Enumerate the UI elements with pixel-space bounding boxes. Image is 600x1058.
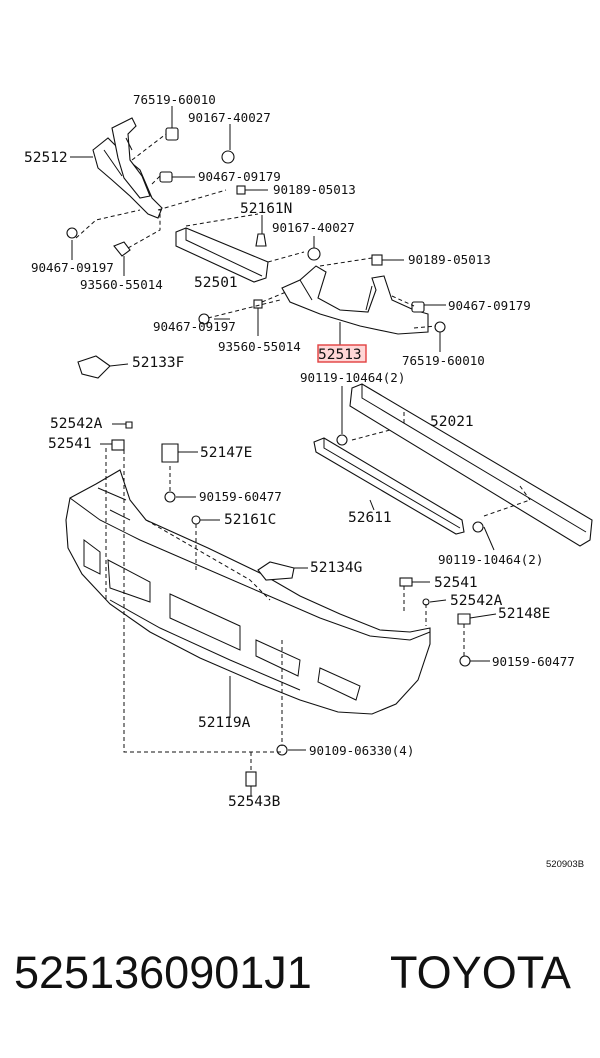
label-90109-06330: 90109-06330(4) <box>309 743 414 758</box>
label-52512: 52512 <box>24 150 68 166</box>
label-90119-10464-top: 90119-10464(2) <box>300 370 405 385</box>
bumper-cover-52119A <box>65 469 431 715</box>
dashed-assembly-lines <box>75 133 531 772</box>
label-90467-09179-top: 90467-09179 <box>198 169 281 184</box>
label-52611: 52611 <box>348 510 392 526</box>
label-93560-55014-left: 93560-55014 <box>80 277 163 292</box>
label-52161N: 52161N <box>240 201 292 217</box>
bracket-52512 <box>92 117 163 219</box>
label-52543B: 52543B <box>228 794 281 810</box>
label-90189-05013-top: 90189-05013 <box>273 182 356 197</box>
label-52119A: 52119A <box>198 715 251 731</box>
footer-part-number: 5251360901J1 <box>14 947 312 998</box>
label-90119-10464-bottom: 90119-10464(2) <box>438 552 543 567</box>
reinforcement-52021 <box>349 383 593 547</box>
part-labels: 76519-60010 90167-40027 52512 90467-0917… <box>24 92 575 810</box>
label-52133F: 52133F <box>132 355 184 371</box>
label-90467-09179-right: 90467-09179 <box>448 298 531 313</box>
label-93560-55014-mid: 93560-55014 <box>218 339 301 354</box>
fasteners <box>66 127 484 787</box>
label-52542A-left: 52542A <box>50 416 103 432</box>
label-90467-09197-mid: 90467-09197 <box>153 319 236 334</box>
label-90159-60477-right: 90159-60477 <box>492 654 575 669</box>
label-76519-60010-top: 76519-60010 <box>133 92 216 107</box>
label-90167-40027-mid: 90167-40027 <box>272 220 355 235</box>
label-90467-09197-left: 90467-09197 <box>31 260 114 275</box>
label-90189-05013-right: 90189-05013 <box>408 252 491 267</box>
absorber-52611 <box>313 437 465 535</box>
label-52501: 52501 <box>194 275 238 291</box>
label-52513: 52513 <box>318 347 362 363</box>
label-52541-left: 52541 <box>48 436 92 452</box>
label-52541-right: 52541 <box>434 575 478 591</box>
label-52021: 52021 <box>430 414 474 430</box>
label-90167-40027-top: 90167-40027 <box>188 110 271 125</box>
label-52542A-right: 52542A <box>450 593 503 609</box>
label-52134G: 52134G <box>310 560 362 576</box>
highlight-52513 <box>317 344 367 363</box>
label-76519-60010-right: 76519-60010 <box>402 353 485 368</box>
leader-lines <box>70 106 497 796</box>
reference-code: 520903B <box>546 859 584 870</box>
label-52161C: 52161C <box>224 512 276 528</box>
label-90159-60477-left: 90159-60477 <box>199 489 282 504</box>
footer-brand: TOYOTA <box>390 947 571 998</box>
bracket-52513 <box>281 265 429 335</box>
bracket-52501 <box>175 227 269 283</box>
label-52148E: 52148E <box>498 606 550 622</box>
label-52147E: 52147E <box>200 445 252 461</box>
